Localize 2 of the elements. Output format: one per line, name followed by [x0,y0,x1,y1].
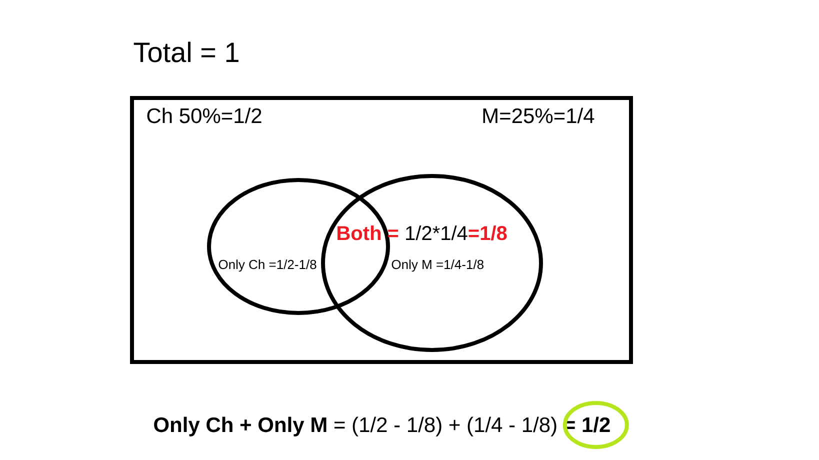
title: Total = 1 [134,42,238,62]
equation: Both = 1/2*1/4=1/8 [338,226,507,240]
